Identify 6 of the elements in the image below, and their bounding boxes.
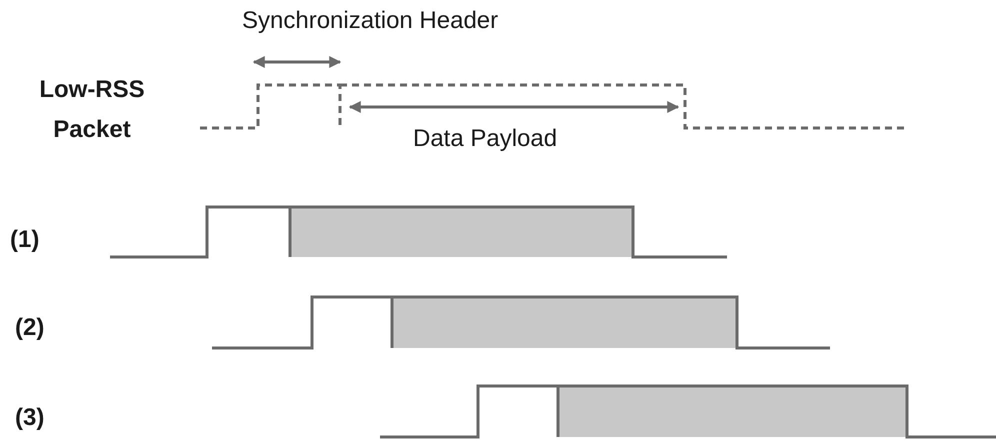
row-label: (3): [15, 403, 44, 433]
row-label: Low-RSS Packet: [38, 75, 146, 145]
span-label: Data Payload: [413, 124, 558, 154]
heading-text: Synchronization Header: [242, 6, 498, 36]
row-label: (2): [15, 313, 44, 343]
row-label: (1): [10, 225, 40, 255]
